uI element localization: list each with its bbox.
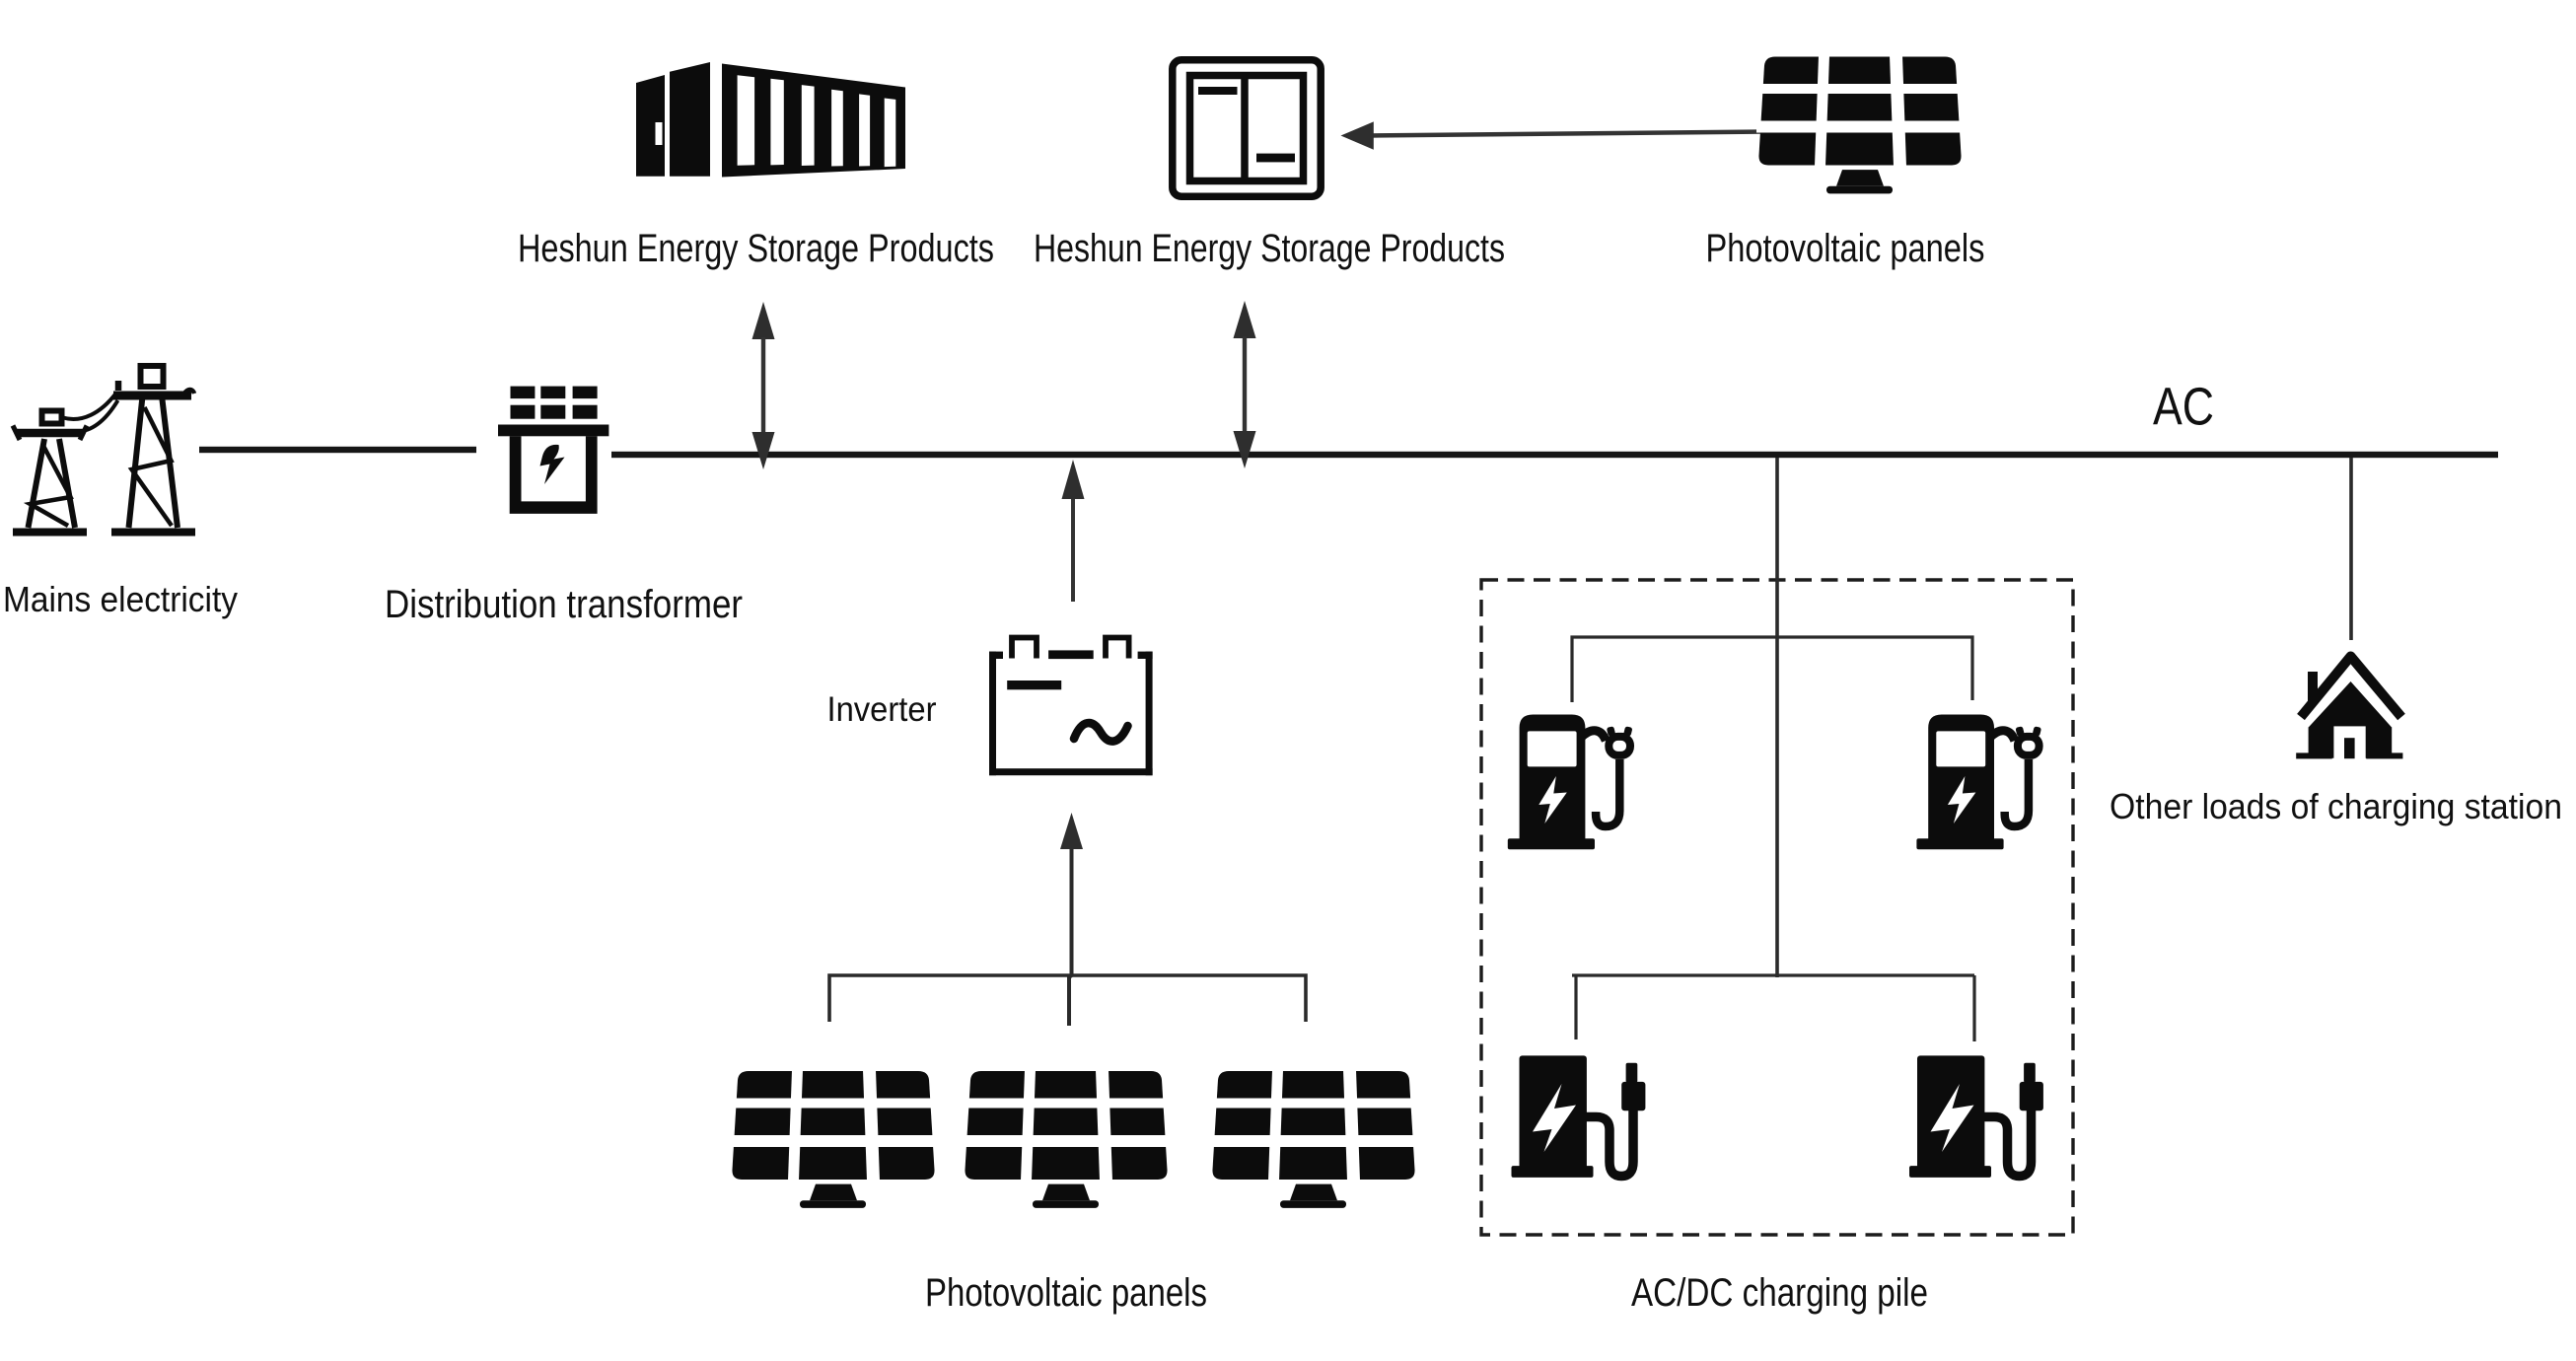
svg-text:Photovoltaic panels: Photovoltaic panels xyxy=(1706,227,1985,270)
svg-text:Heshun Energy Storage Products: Heshun Energy Storage Products xyxy=(1034,227,1505,270)
svg-text:Distribution transformer: Distribution transformer xyxy=(385,583,743,626)
svg-text:Inverter: Inverter xyxy=(827,690,937,729)
svg-text:AC/DC charging pile: AC/DC charging pile xyxy=(1631,1271,1928,1315)
svg-text:AC: AC xyxy=(2153,378,2214,437)
svg-text:Heshun Energy Storage Products: Heshun Energy Storage Products xyxy=(518,227,994,270)
svg-text:Other loads of charging statio: Other loads of charging station xyxy=(2110,786,2562,826)
svg-text:Photovoltaic panels: Photovoltaic panels xyxy=(925,1271,1207,1315)
svg-text:Mains electricity: Mains electricity xyxy=(3,579,238,619)
